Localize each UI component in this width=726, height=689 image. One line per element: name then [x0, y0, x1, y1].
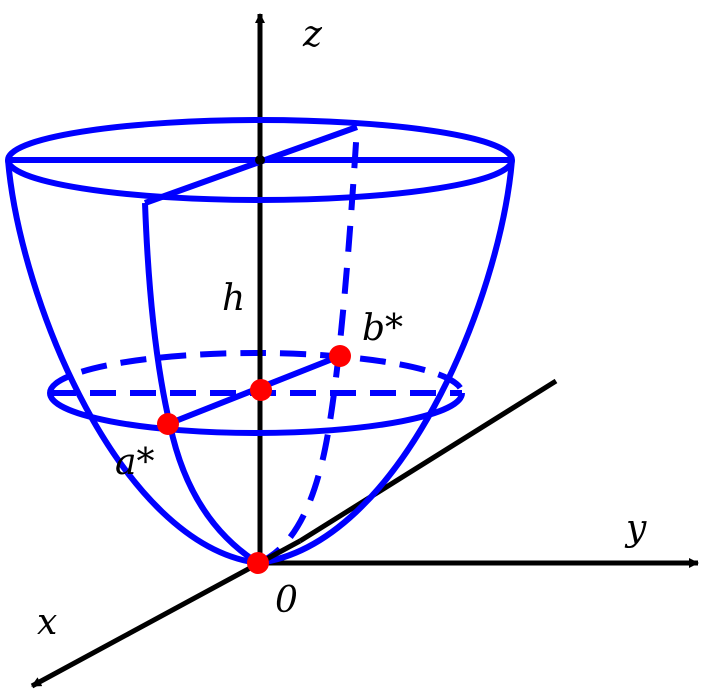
- x-axis-back: [298, 378, 558, 544]
- y-axis-label: y: [624, 508, 647, 549]
- middle-ellipse-front-half: [47, 392, 465, 436]
- a-star-label: a*: [115, 442, 154, 483]
- b-star-label: b*: [362, 308, 403, 349]
- z-axis-label: z: [302, 14, 323, 55]
- origin-label: 0: [275, 580, 298, 621]
- point-a-star: [157, 413, 179, 435]
- point-b-star: [329, 345, 351, 367]
- top-slanted-diameter: [143, 124, 359, 206]
- x-axis-label: x: [37, 602, 57, 643]
- point-origin: [247, 552, 269, 574]
- top-center-dot: [255, 155, 265, 165]
- h-label: h: [222, 278, 245, 319]
- point-center-h: [250, 379, 272, 401]
- back-parabola-curve: [256, 126, 360, 566]
- middle-ellipse-back-half: [47, 350, 465, 394]
